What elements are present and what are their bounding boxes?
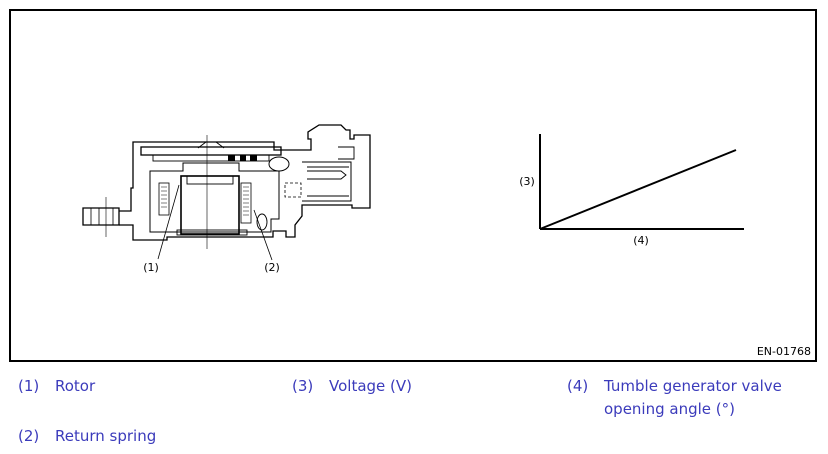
legend-number: (4) <box>567 377 589 395</box>
leader-1 <box>157 184 180 260</box>
figure-frame: (1) (2) (3) (4) EN-01768 <box>9 9 817 362</box>
sensor-diagram: (1) (2) (3) (4) <box>82 124 744 274</box>
legend-text: Voltage (V) <box>329 377 412 395</box>
legend-number: (3) <box>292 377 314 395</box>
callout-4: (4) <box>633 234 649 247</box>
legend-text: Rotor <box>55 377 96 395</box>
legend-number: (1) <box>18 377 40 395</box>
callout-3: (3) <box>519 175 535 188</box>
leader-2 <box>253 209 273 261</box>
rotor <box>180 175 240 235</box>
legend: (1) Rotor (2) Return spring (3) Voltage … <box>0 370 828 454</box>
figure-code: EN-01768 <box>756 345 811 358</box>
legend-text: Return spring <box>55 427 157 445</box>
voltage-graph <box>539 134 744 230</box>
top-cover <box>140 146 282 156</box>
callout-2: (2) <box>264 261 280 274</box>
sensor-cross-section <box>82 124 371 261</box>
legend-text: Tumble generator valve <box>604 377 782 395</box>
graph-line <box>539 149 737 230</box>
return-spring <box>240 182 252 224</box>
connector <box>302 161 352 202</box>
legend-text-line2: opening angle (°) <box>604 400 735 418</box>
mounting-flange <box>82 207 120 226</box>
callout-1: (1) <box>143 261 159 274</box>
legend-number: (2) <box>18 427 40 445</box>
